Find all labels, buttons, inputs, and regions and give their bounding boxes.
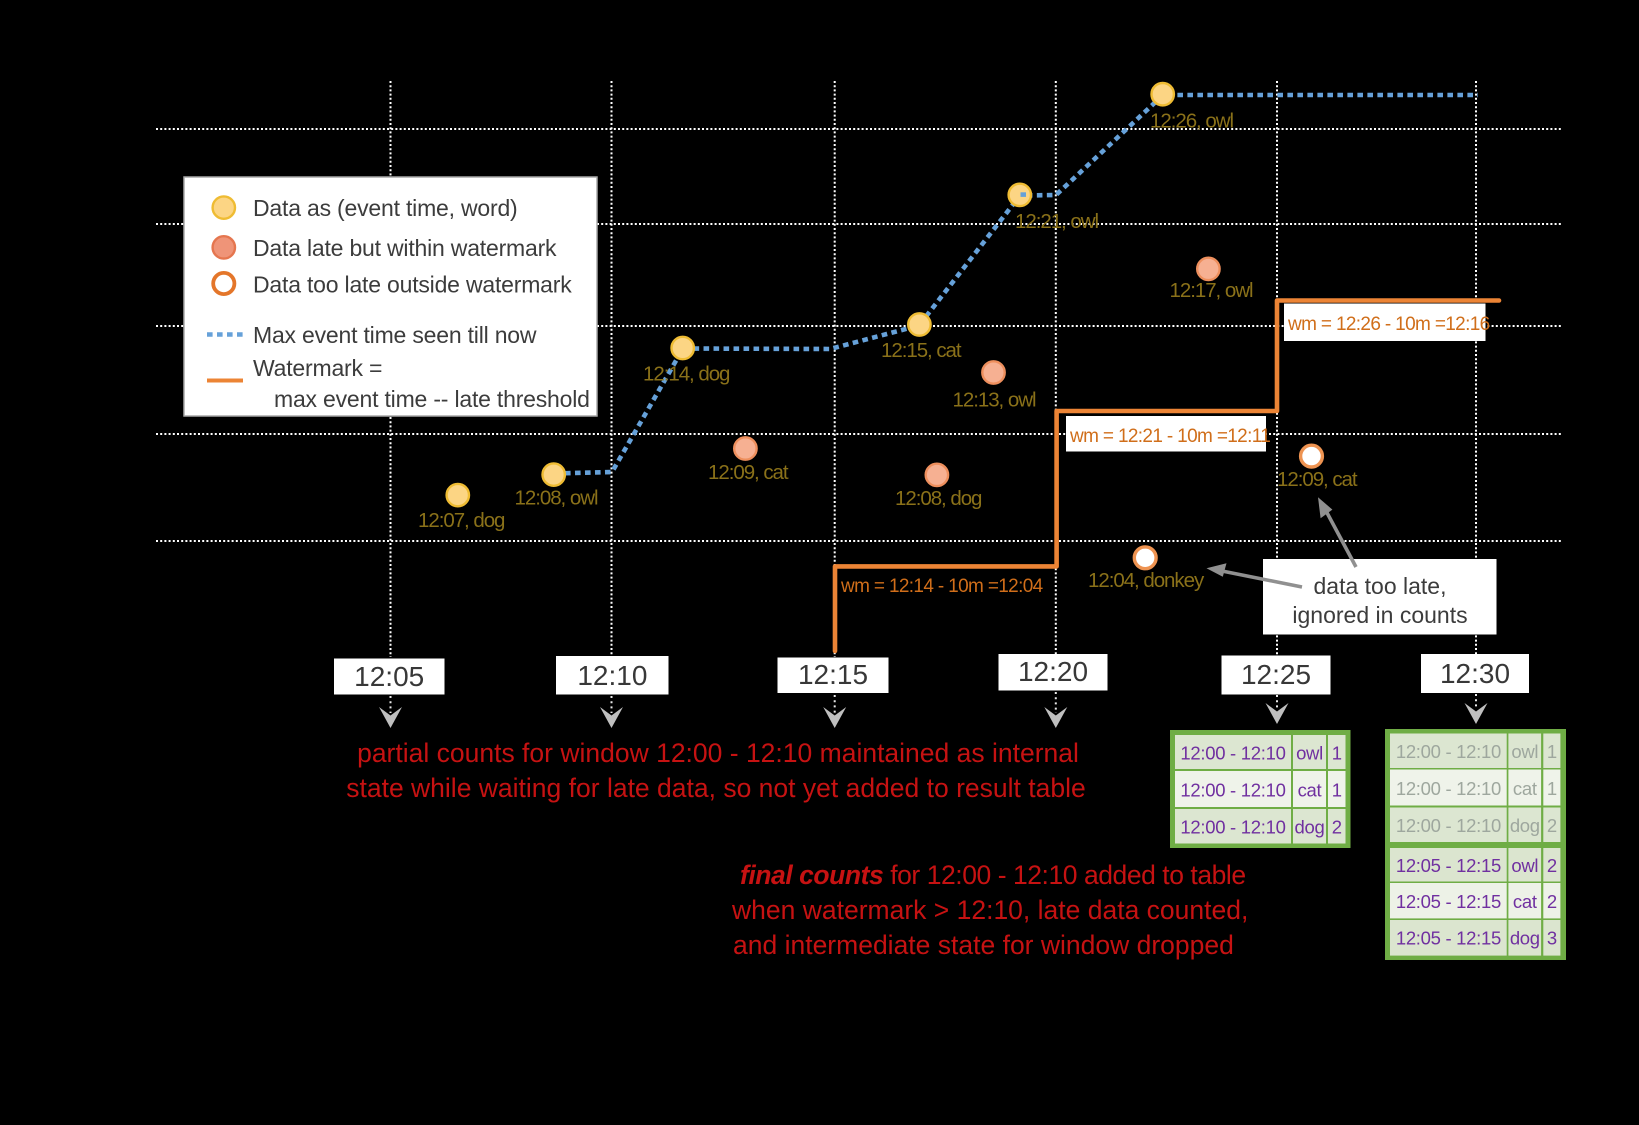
svg-text:12:08, owl: 12:08, owl xyxy=(515,487,598,510)
svg-text:12:13, owl: 12:13, owl xyxy=(953,389,1036,412)
svg-text:owl: owl xyxy=(1296,743,1323,764)
svg-text:1: 1 xyxy=(1547,741,1557,762)
svg-text:1: 1 xyxy=(1332,780,1342,801)
svg-text:Data too late outside watermar: Data too late outside watermark xyxy=(253,272,572,298)
svg-text:wm = 12:26 - 10m =12:16: wm = 12:26 - 10m =12:16 xyxy=(1287,314,1490,335)
svg-text:max event time -- late thresho: max event time -- late threshold xyxy=(274,386,590,412)
svg-text:dog: dog xyxy=(1295,817,1325,838)
svg-text:state while waiting for late d: state while waiting for late data, so no… xyxy=(346,773,1086,803)
svg-text:dog: dog xyxy=(1510,815,1540,836)
svg-text:when watermark > 12:10, late d: when watermark > 12:10, late data counte… xyxy=(731,895,1248,925)
svg-text:cat: cat xyxy=(1513,778,1537,799)
svg-text:12:09, cat: 12:09, cat xyxy=(708,461,789,484)
svg-text:12:05 - 12:15: 12:05 - 12:15 xyxy=(1396,928,1501,949)
svg-text:12:05 - 12:15: 12:05 - 12:15 xyxy=(1396,855,1501,876)
svg-text:and intermediate state for win: and intermediate state for window droppe… xyxy=(733,930,1234,960)
svg-text:12:00 - 12:10: 12:00 - 12:10 xyxy=(1180,780,1285,801)
svg-text:owl: owl xyxy=(1511,855,1538,876)
svg-text:cat: cat xyxy=(1298,780,1322,801)
svg-text:12:00 - 12:10: 12:00 - 12:10 xyxy=(1396,778,1501,799)
svg-text:12:14, dog: 12:14, dog xyxy=(643,363,730,386)
svg-text:12:07, dog: 12:07, dog xyxy=(418,509,505,532)
svg-text:12:00 - 12:10: 12:00 - 12:10 xyxy=(1180,743,1285,764)
svg-text:12:30: 12:30 xyxy=(1440,658,1510,689)
svg-text:12:05 - 12:15: 12:05 - 12:15 xyxy=(1396,891,1501,912)
svg-text:1: 1 xyxy=(1547,778,1557,799)
svg-text:dog: dog xyxy=(1510,928,1540,949)
svg-text:12:25: 12:25 xyxy=(1241,659,1311,690)
svg-text:3: 3 xyxy=(1547,928,1557,949)
svg-text:1: 1 xyxy=(1332,743,1342,764)
svg-text:Max event time seen till now: Max event time seen till now xyxy=(253,322,537,348)
svg-text:12:10: 12:10 xyxy=(577,660,647,691)
svg-text:partial counts for window 12:0: partial counts for window 12:00 - 12:10 … xyxy=(357,738,1079,768)
svg-text:Watermark =: Watermark = xyxy=(253,355,382,381)
svg-text:12:21, owl: 12:21, owl xyxy=(1015,210,1098,233)
svg-text:cat: cat xyxy=(1513,891,1537,912)
svg-text:12:17, owl: 12:17, owl xyxy=(1170,279,1253,302)
svg-text:Data as (event time, word): Data as (event time, word) xyxy=(253,195,518,221)
svg-text:12:09, cat: 12:09, cat xyxy=(1277,468,1358,491)
svg-text:2: 2 xyxy=(1332,817,1342,838)
svg-text:2: 2 xyxy=(1547,855,1557,876)
svg-text:12:05: 12:05 xyxy=(354,661,424,692)
svg-text:12:00 - 12:10: 12:00 - 12:10 xyxy=(1396,815,1501,836)
svg-text:12:04, donkey: 12:04, donkey xyxy=(1088,569,1205,592)
svg-text:12:08, dog: 12:08, dog xyxy=(895,487,982,510)
svg-text:wm = 12:21 - 10m =12:11: wm = 12:21 - 10m =12:11 xyxy=(1069,426,1270,447)
svg-text:data too late,: data too late, xyxy=(1314,573,1447,599)
svg-text:2: 2 xyxy=(1547,891,1557,912)
svg-text:12:20: 12:20 xyxy=(1018,656,1088,687)
svg-text:2: 2 xyxy=(1547,815,1557,836)
svg-text:12:00 - 12:10: 12:00 - 12:10 xyxy=(1396,741,1501,762)
svg-text:final counts for 12:00 - 12:10: final counts for 12:00 - 12:10 added to … xyxy=(740,860,1246,890)
svg-text:Data late but within watermark: Data late but within watermark xyxy=(253,235,557,261)
svg-text:12:26, owl: 12:26, owl xyxy=(1150,110,1233,133)
svg-text:12:15, cat: 12:15, cat xyxy=(881,339,962,362)
svg-text:wm = 12:14 - 10m =12:04: wm = 12:14 - 10m =12:04 xyxy=(840,576,1044,597)
svg-text:owl: owl xyxy=(1511,741,1538,762)
svg-text:12:00 - 12:10: 12:00 - 12:10 xyxy=(1180,817,1285,838)
svg-text:12:15: 12:15 xyxy=(798,659,868,690)
svg-text:ignored in counts: ignored in counts xyxy=(1292,602,1467,628)
